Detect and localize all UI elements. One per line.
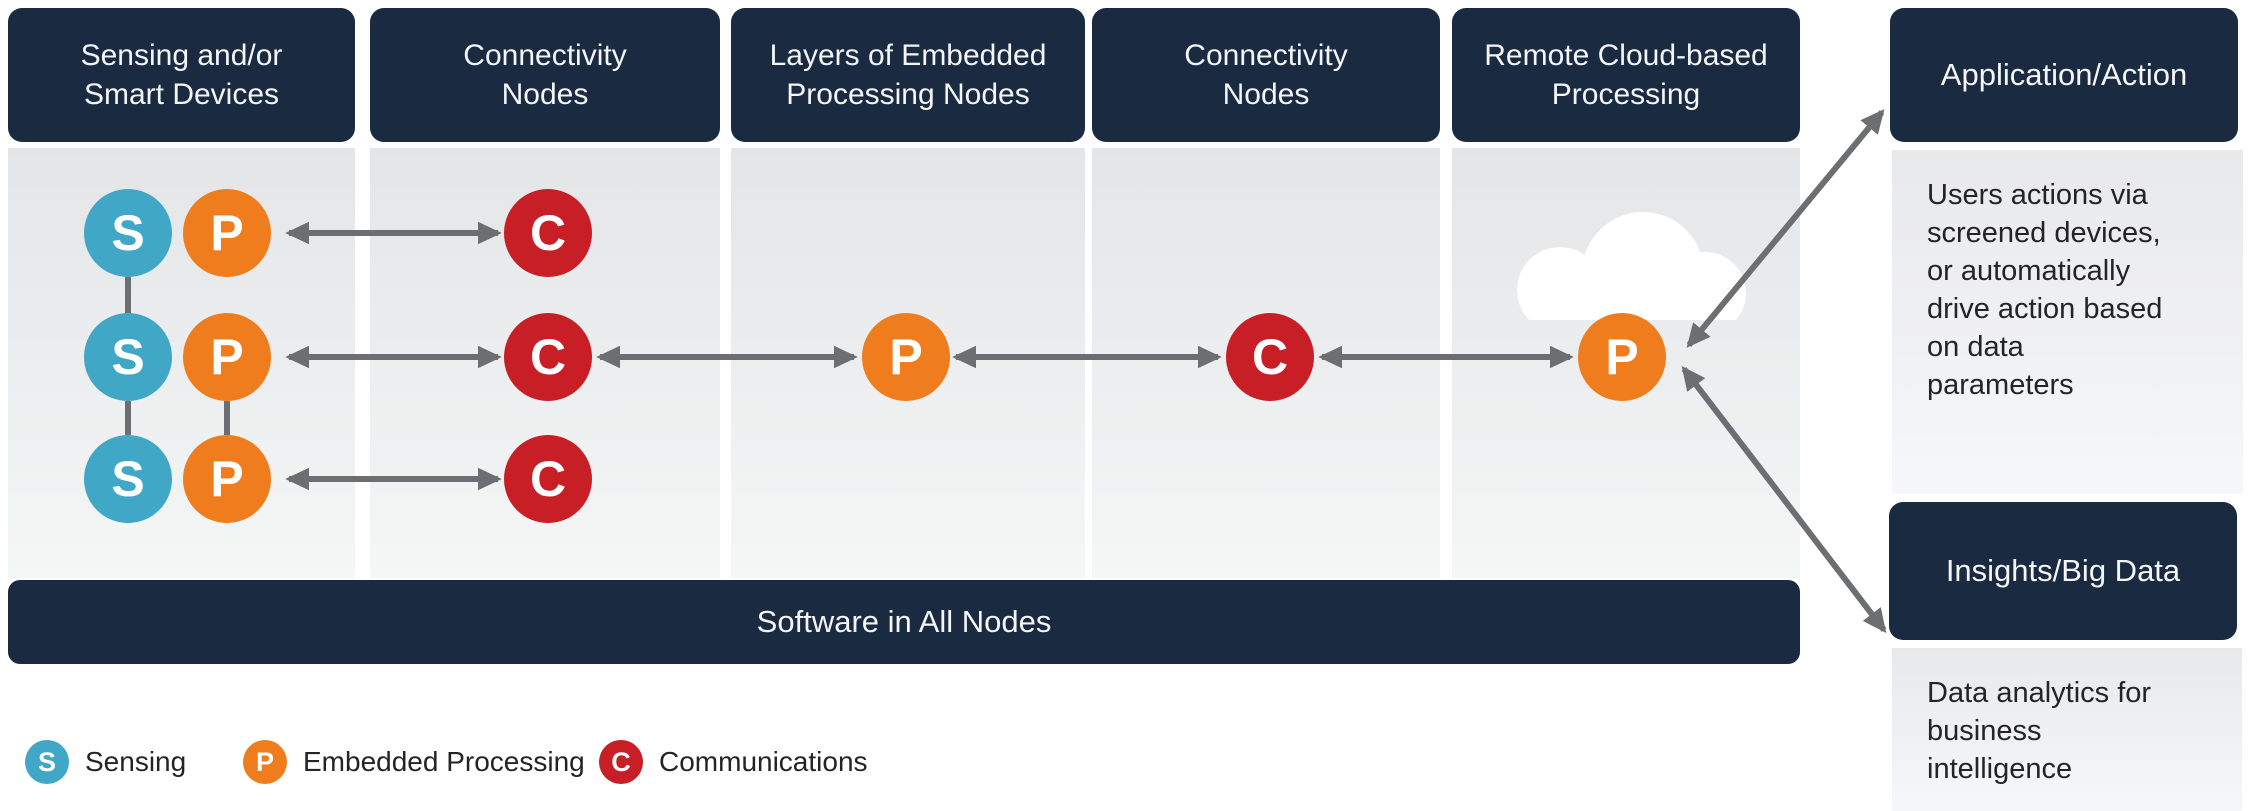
application-action-panel: Users actions via screened devices, or a… xyxy=(1892,150,2243,494)
processing-node-middle: P xyxy=(862,313,950,401)
header-line: Layers of Embedded xyxy=(769,39,1047,72)
insights-big-data-panel: Data analytics for business intelligence xyxy=(1892,648,2242,811)
software-bar-label: Software in All Nodes xyxy=(756,604,1052,639)
arrow-pcloud-application xyxy=(1686,109,1885,348)
application-action-title: Application/Action xyxy=(1940,57,2188,92)
insights-big-data-header: Insights/Big Data xyxy=(1889,502,2237,640)
sensing-node-row1: S xyxy=(84,189,172,277)
processing-legend-icon: P xyxy=(243,740,287,784)
header-line: Processing xyxy=(1551,78,1701,111)
legend-item-sensing: S Sensing xyxy=(25,740,186,784)
header-embedded-processing: Layers of Embedded Processing Nodes xyxy=(731,8,1085,142)
comms-node-row1: C xyxy=(504,189,592,277)
header-line: Smart Devices xyxy=(83,78,280,111)
header-line: Processing Nodes xyxy=(786,78,1030,111)
header-line: Connectivity xyxy=(1184,39,1348,72)
application-action-description: Users actions via screened devices, or a… xyxy=(1927,179,2163,401)
header-line: Remote Cloud-based xyxy=(1484,39,1768,72)
processing-node-cloud: P xyxy=(1578,313,1666,401)
header-line: Nodes xyxy=(1222,78,1310,111)
header-connectivity-2: Connectivity Nodes xyxy=(1092,8,1440,142)
comms-node-row2: C xyxy=(504,313,592,401)
insights-big-data-description: Data analytics for business intelligence xyxy=(1927,677,2152,785)
sensing-node-row3: S xyxy=(84,435,172,523)
header-connectivity-1: Connectivity Nodes xyxy=(370,8,720,142)
legend-item-embedded-processing: P Embedded Processing xyxy=(243,740,585,784)
arrow-pcloud-insights xyxy=(1681,365,1887,634)
legend-item-communications: C Communications xyxy=(599,740,868,784)
processing-node-row1: P xyxy=(183,189,271,277)
header-line: Connectivity xyxy=(463,39,627,72)
header-cloud-processing: Remote Cloud-based Processing xyxy=(1452,8,1800,142)
processing-node-row2: P xyxy=(183,313,271,401)
header-line: Nodes xyxy=(501,78,589,111)
sensing-node-row2: S xyxy=(84,313,172,401)
insights-big-data-title: Insights/Big Data xyxy=(1945,553,2181,588)
legend-label-communications: Communications xyxy=(659,746,868,777)
application-action-header: Application/Action xyxy=(1890,8,2238,142)
legend-label-embedded-processing: Embedded Processing xyxy=(303,746,585,777)
legend-label-sensing: Sensing xyxy=(85,746,187,777)
comms-node-col4: C xyxy=(1226,313,1314,401)
processing-node-row3: P xyxy=(183,435,271,523)
software-bar: Software in All Nodes xyxy=(8,580,1800,664)
communications-legend-icon: C xyxy=(599,740,643,784)
header-sensing-devices: Sensing and/or Smart Devices xyxy=(8,8,355,142)
sensing-legend-icon: S xyxy=(25,740,69,784)
header-line: Sensing and/or xyxy=(80,39,283,72)
comms-node-row3: C xyxy=(504,435,592,523)
